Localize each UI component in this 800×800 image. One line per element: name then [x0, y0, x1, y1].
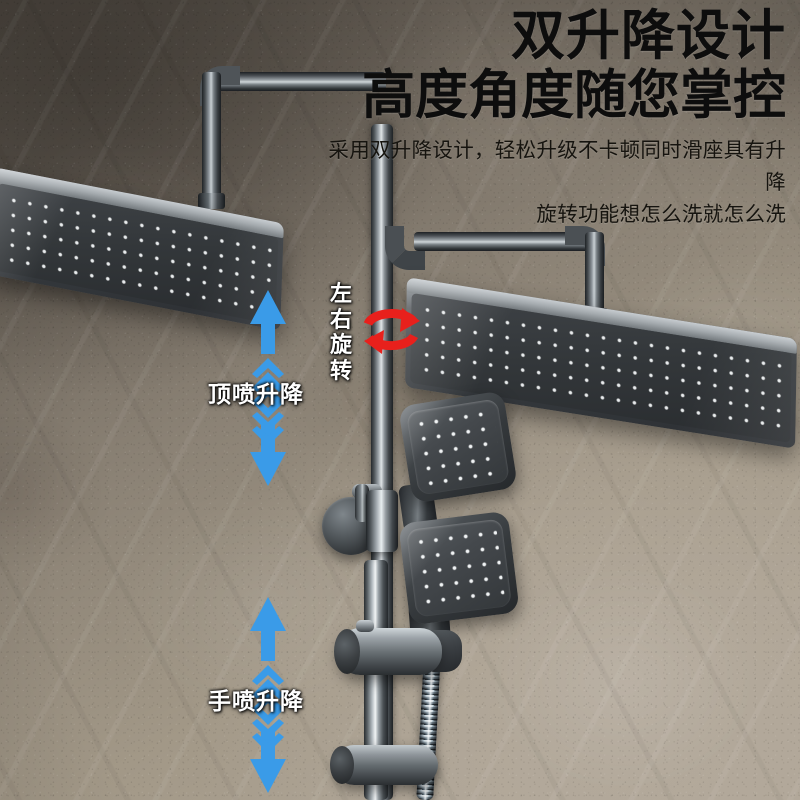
- rotation-label-char-4: 转: [330, 358, 353, 384]
- shower-arm-right-horizontal: [414, 232, 594, 251]
- riser-collar: [366, 490, 398, 552]
- shower-arm-left-vertical: [202, 72, 221, 200]
- shower-arm-left-nut: [198, 193, 225, 209]
- top-lift-label: 顶喷升降: [208, 382, 304, 408]
- sprayer-sheen: [397, 390, 519, 504]
- headline-line-2: 高度角度随您掌控: [362, 65, 786, 127]
- sliding-holder-lower-cap: [330, 746, 354, 784]
- sliding-holder-cap: [334, 629, 360, 674]
- rotation-label-char-2: 右: [330, 307, 353, 333]
- shower-arm-left-horizontal: [214, 72, 386, 91]
- hand-lift-label: 手喷升降: [208, 689, 304, 715]
- subcopy: 采用双升降设计，轻松升级不卡顿同时滑座具有升降 旋转功能想怎么洗就怎么洗: [316, 135, 786, 230]
- subcopy-line-2: 旋转功能想怎么洗就怎么洗: [536, 202, 786, 226]
- top-lift-arrow-icon: [245, 288, 291, 488]
- sliding-holder-knob: [356, 620, 374, 632]
- shower-arm-right-vertical: [585, 232, 604, 316]
- hand-lift-arrow-icon: [245, 595, 291, 795]
- marketing-copy: 双升降设计 高度角度随您掌控 采用双升降设计，轻松升级不卡顿同时滑座具有升降 旋…: [316, 4, 786, 231]
- headline-line-1: 双升降设计: [511, 4, 786, 67]
- wall-mount-post: [355, 484, 369, 522]
- handheld-sprayer-upper: [397, 390, 519, 504]
- shower-arm-right-base-elbow: [385, 226, 425, 270]
- sprayer-sheen: [398, 510, 520, 626]
- rotation-label-char-3: 旋: [330, 333, 353, 359]
- handheld-sprayer-lower: [398, 510, 520, 626]
- rotation-label-char-1: 左: [330, 282, 353, 307]
- rotation-label: 左 右 旋 转: [330, 282, 356, 384]
- rotation-arrows-icon: [358, 302, 424, 360]
- subcopy-line-1: 采用双升降设计，轻松升级不卡顿同时滑座具有升降: [328, 139, 786, 195]
